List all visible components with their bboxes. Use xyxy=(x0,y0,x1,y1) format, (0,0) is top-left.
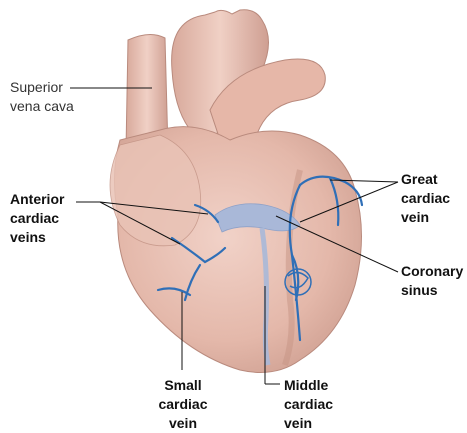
label-superior-vena-cava: Superior vena cava xyxy=(10,78,74,116)
label-anterior-cardiac-veins: Anterior cardiac veins xyxy=(10,190,64,247)
label-small-cardiac-vein: Small cardiac vein xyxy=(150,376,216,433)
label-great-cardiac-vein: Great cardiac vein xyxy=(401,170,450,227)
label-coronary-sinus: Coronary sinus xyxy=(401,262,463,300)
label-middle-cardiac-vein: Middle cardiac vein xyxy=(284,376,333,433)
